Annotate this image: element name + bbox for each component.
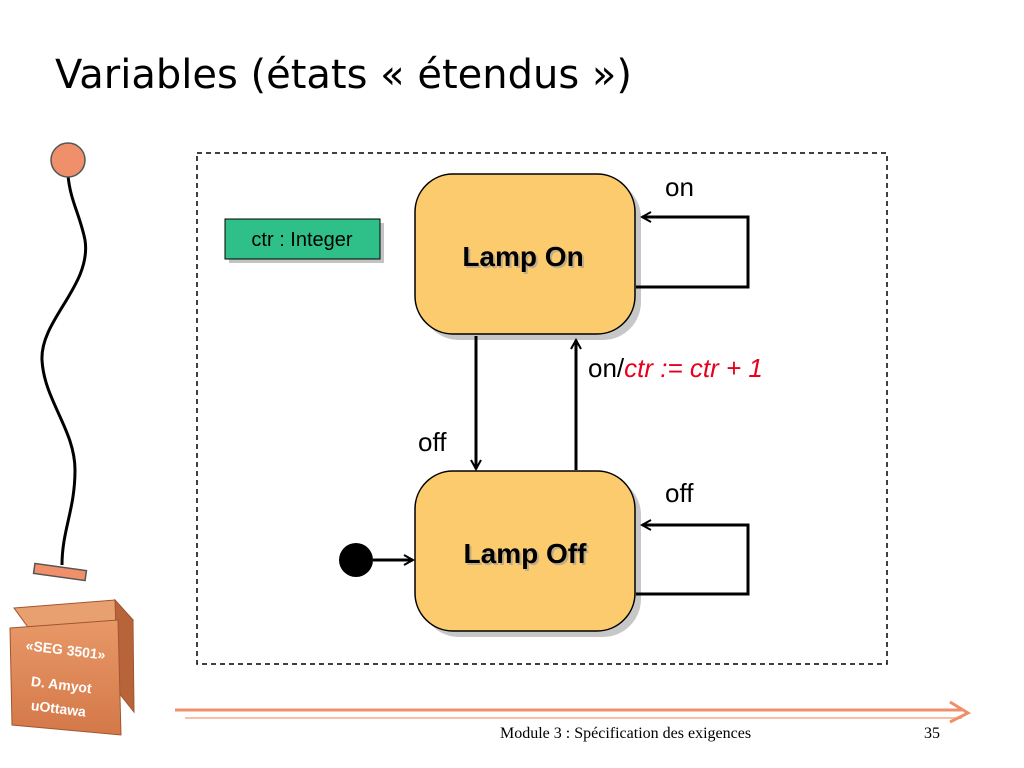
variable-box-label: ctr : Integer [251,229,352,251]
transition-on-self [636,217,750,289]
initial-state-dot [339,543,373,577]
badge-university: uOttawa [30,697,87,720]
pin-base-icon [32,562,88,582]
page-number: 35 [924,725,940,742]
footer-text: Module 3 : Spécification des exigences [500,725,752,742]
variable-box: ctr : Integer [224,218,384,263]
state-lamp-off: Lamp Off Lamp Off [414,470,641,637]
transition-action-label: ctr := ctr + 1 [624,353,763,383]
state-lamp-on-label: Lamp On [462,241,583,272]
transition-off-to-on-label: on/ctr := ctr + 1 [588,353,763,383]
badge-author: D. Amyot [30,673,93,696]
decorative-pin [32,142,88,582]
svg-text:Lamp On: Lamp On [464,243,585,274]
slide-title: Variables (états « étendus ») [55,52,632,98]
pin-head-icon [50,142,86,178]
decorative-bottom-arrow [175,700,972,724]
transition-event-label: on/ [588,353,625,383]
transition-on-self-label: on [665,172,694,202]
course-badge: «SEG 3501» D. Amyot uOttawa [9,598,135,736]
transition-off-self-label: off [665,478,694,508]
transition-on-to-off-label: off [418,427,447,457]
state-lamp-off-label: Lamp Off [464,538,588,569]
state-lamp-on: Lamp On Lamp On [414,173,641,340]
svg-text:Lamp Off: Lamp Off [466,540,590,571]
diagram-frame [196,152,888,665]
transition-off-self [636,525,750,596]
